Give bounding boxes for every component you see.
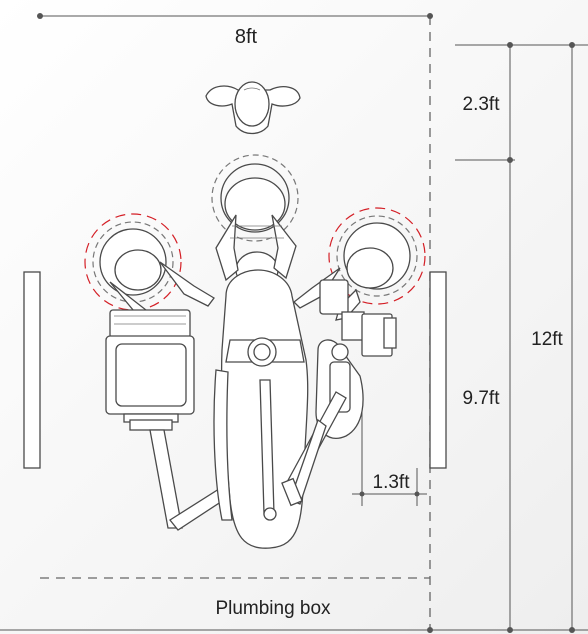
instrument-cart-icon bbox=[105, 309, 237, 531]
length-dimensions: 2.3ft 9.7ft 12ft bbox=[0, 42, 588, 633]
plumbing-box-label: Plumbing box bbox=[215, 598, 331, 619]
side-gap-label: 1.3ft bbox=[373, 472, 411, 493]
chair-zone-label: 9.7ft bbox=[463, 388, 501, 409]
width-dimension: 8ft bbox=[37, 13, 433, 48]
operator-stool-icon bbox=[293, 207, 426, 321]
dentist-stool-icon bbox=[211, 154, 299, 289]
delivery-unit-icon bbox=[281, 279, 397, 507]
left-wall-cabinet bbox=[23, 271, 41, 469]
room-length-label: 12ft bbox=[531, 329, 563, 350]
dental-chair-icon bbox=[213, 269, 309, 549]
side-gap-dimension: 1.3ft bbox=[352, 408, 427, 506]
assistant-stool-icon bbox=[84, 213, 215, 342]
right-wall-cabinet bbox=[429, 271, 447, 469]
top-clearance-label: 2.3ft bbox=[463, 94, 501, 115]
room-width-label: 8ft bbox=[235, 26, 258, 48]
person-standing-icon bbox=[205, 81, 301, 135]
